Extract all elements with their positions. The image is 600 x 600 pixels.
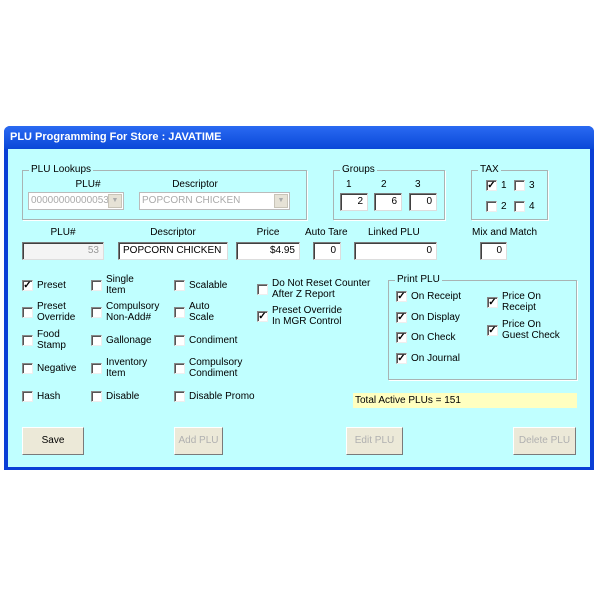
option-single-item-checkbox[interactable] bbox=[91, 280, 102, 291]
option-compulsory-non-add--checkbox[interactable] bbox=[91, 307, 102, 318]
plu-lookups-group: PLU Lookups bbox=[22, 164, 307, 220]
lookup-descriptor-combo[interactable]: POPCORN CHICKEN ▼ bbox=[139, 192, 290, 210]
group-2-input[interactable]: 6 bbox=[374, 193, 402, 211]
print-price-on-receipt-checkbox[interactable]: ✓ bbox=[487, 297, 498, 308]
print-plu-group: Print PLU bbox=[388, 274, 577, 380]
option-disable-promo-label: Disable Promo bbox=[189, 390, 255, 402]
descriptor-label: Descriptor bbox=[150, 227, 196, 238]
groups-label: Groups bbox=[340, 164, 377, 175]
groups-group: Groups bbox=[333, 164, 445, 220]
option-single-item-label: Single Item bbox=[106, 274, 134, 296]
tax-1-label: 1 bbox=[501, 179, 507, 191]
option-disable-checkbox[interactable] bbox=[91, 391, 102, 402]
price-label: Price bbox=[256, 227, 280, 238]
auto-tare-label: Auto Tare bbox=[305, 227, 348, 238]
option-scalable-checkbox[interactable] bbox=[174, 280, 185, 291]
auto-tare-input[interactable]: 0 bbox=[313, 242, 341, 260]
lookup-plu-combo[interactable]: 00000000000053▼ bbox=[28, 192, 124, 210]
option-auto-scale-checkbox[interactable] bbox=[174, 307, 185, 318]
tax-2-label: 2 bbox=[501, 200, 507, 212]
option-preset-checkbox[interactable]: ✓ bbox=[22, 280, 33, 291]
total-active-plus: Total Active PLUs = 151 bbox=[353, 393, 577, 408]
chevron-down-icon[interactable]: ▼ bbox=[274, 194, 288, 208]
lookup-descriptor-value: POPCORN CHICKEN bbox=[142, 195, 241, 206]
option-inventory-item-checkbox[interactable] bbox=[91, 363, 102, 374]
option-condiment-checkbox[interactable] bbox=[174, 335, 185, 346]
option-compulsory-condiment-checkbox[interactable] bbox=[174, 363, 185, 374]
option-hash-label: Hash bbox=[37, 390, 61, 402]
option-do-not-reset-counter-after-z-report-label: Do Not Reset Counter After Z Report bbox=[272, 278, 371, 300]
print-price-on-receipt-label: Price On Receipt bbox=[502, 291, 541, 313]
group-1-input[interactable]: 2 bbox=[340, 193, 368, 211]
add-plu-button[interactable]: Add PLU bbox=[174, 427, 223, 455]
option-negative-label: Negative bbox=[37, 362, 77, 374]
tax-3-checkbox[interactable] bbox=[514, 180, 525, 191]
edit-plu-button[interactable]: Edit PLU bbox=[346, 427, 403, 455]
group-1-label: 1 bbox=[346, 179, 352, 190]
option-food-stamp-label: Food Stamp bbox=[37, 329, 66, 351]
print-on-journal-checkbox[interactable]: ✓ bbox=[396, 353, 407, 364]
option-preset-override-label: Preset Override bbox=[37, 301, 76, 323]
lookup-plu-label: PLU# bbox=[75, 179, 101, 190]
tax-1-checkbox[interactable]: ✓ bbox=[486, 180, 497, 191]
tax-4-checkbox[interactable] bbox=[514, 201, 525, 212]
plu-lookups-label: PLU Lookups bbox=[29, 164, 94, 175]
lookup-descriptor-label: Descriptor bbox=[172, 179, 218, 190]
option-gallonage-checkbox[interactable] bbox=[91, 335, 102, 346]
option-negative-checkbox[interactable] bbox=[22, 363, 33, 374]
option-preset-label: Preset bbox=[37, 279, 66, 291]
plu-input[interactable]: 53 bbox=[22, 242, 104, 260]
window-title: PLU Programming For Store : JAVATIME bbox=[4, 126, 594, 149]
print-price-on-guest-check-label: Price On Guest Check bbox=[502, 319, 560, 341]
option-preset-override-checkbox[interactable] bbox=[22, 307, 33, 318]
print-price-on-guest-check-checkbox[interactable]: ✓ bbox=[487, 325, 498, 336]
print-on-journal-label: On Journal bbox=[411, 352, 460, 364]
option-compulsory-non-add--label: Compulsory Non-Add# bbox=[106, 301, 160, 323]
mix-match-label: Mix and Match bbox=[472, 227, 538, 238]
linked-plu-label: Linked PLU bbox=[368, 227, 420, 238]
option-food-stamp-checkbox[interactable] bbox=[22, 335, 33, 346]
save-button[interactable]: Save bbox=[22, 427, 84, 455]
print-on-receipt-label: On Receipt bbox=[411, 290, 462, 302]
option-inventory-item-label: Inventory Item bbox=[106, 357, 148, 379]
print-on-receipt-checkbox[interactable]: ✓ bbox=[396, 291, 407, 302]
print-on-display-checkbox[interactable]: ✓ bbox=[396, 312, 407, 323]
plu-label: PLU# bbox=[50, 227, 76, 238]
tax-label: TAX bbox=[478, 164, 501, 175]
print-on-display-label: On Display bbox=[411, 311, 460, 323]
option-auto-scale-label: Auto Scale bbox=[189, 301, 215, 323]
option-disable-promo-checkbox[interactable] bbox=[174, 391, 185, 402]
lookup-plu-value: 00000000000053 bbox=[31, 195, 109, 206]
tax-3-label: 3 bbox=[529, 179, 535, 191]
tax-group: TAX bbox=[471, 164, 548, 220]
print-on-check-checkbox[interactable]: ✓ bbox=[396, 332, 407, 343]
group-3-input[interactable]: 0 bbox=[409, 193, 437, 211]
option-compulsory-condiment-label: Compulsory Condiment bbox=[189, 357, 243, 379]
tax-2-checkbox[interactable] bbox=[486, 201, 497, 212]
option-scalable-label: Scalable bbox=[189, 279, 228, 291]
print-plu-label: Print PLU bbox=[395, 274, 442, 285]
tax-4-label: 4 bbox=[529, 200, 535, 212]
option-gallonage-label: Gallonage bbox=[106, 334, 152, 346]
delete-plu-button[interactable]: Delete PLU bbox=[513, 427, 576, 455]
option-condiment-label: Condiment bbox=[189, 334, 238, 346]
option-hash-checkbox[interactable] bbox=[22, 391, 33, 402]
linked-plu-input[interactable]: 0 bbox=[354, 242, 437, 260]
option-do-not-reset-counter-after-z-report-checkbox[interactable] bbox=[257, 284, 268, 295]
price-input[interactable]: $4.95 bbox=[236, 242, 300, 260]
print-on-check-label: On Check bbox=[411, 331, 456, 343]
group-3-label: 3 bbox=[415, 179, 421, 190]
option-preset-override-in-mgr-control-checkbox[interactable]: ✓ bbox=[257, 311, 268, 322]
chevron-down-icon[interactable]: ▼ bbox=[108, 194, 122, 208]
option-preset-override-in-mgr-control-label: Preset Override In MGR Control bbox=[272, 305, 343, 327]
group-2-label: 2 bbox=[381, 179, 387, 190]
descriptor-input[interactable]: POPCORN CHICKEN bbox=[118, 242, 228, 260]
mix-match-input[interactable]: 0 bbox=[480, 242, 507, 260]
option-disable-label: Disable bbox=[106, 390, 140, 402]
